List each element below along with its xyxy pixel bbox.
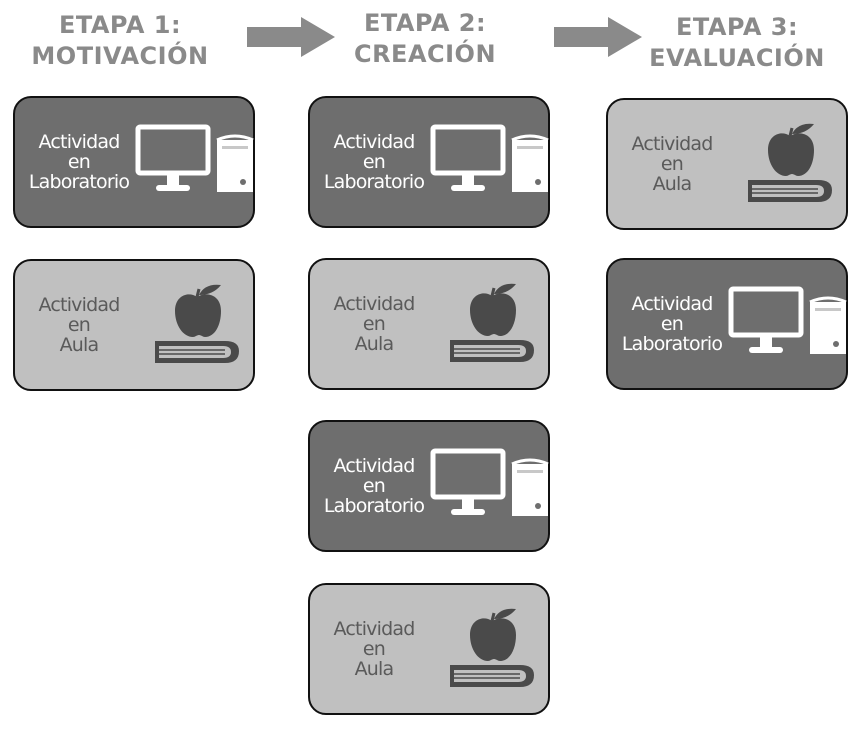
stage-1-title: ETAPA 1: MOTIVACIÓN xyxy=(0,10,240,72)
card-label-line3: Aula xyxy=(354,658,395,680)
card-label-line1: Actividad xyxy=(333,293,416,315)
card-label-line3: Laboratorio xyxy=(28,171,130,193)
computer-icon xyxy=(430,124,550,198)
stage-3-title-line1: ETAPA 3: xyxy=(675,13,799,41)
stage-2-to-3-arrow-icon xyxy=(554,17,642,57)
computer-icon xyxy=(728,286,848,360)
apple-book-icon xyxy=(153,279,243,371)
stage-2-lab-card-1: Actividad en Laboratorio xyxy=(308,96,550,228)
stage-2-title-line2: CREACIÓN xyxy=(353,40,497,68)
apple-book-icon xyxy=(448,603,538,695)
card-label-line2: en xyxy=(67,151,91,173)
card-label-line2: en xyxy=(660,153,684,175)
stage-1-lab-card: Actividad en Laboratorio xyxy=(13,96,255,228)
stage-2-title: ETAPA 2: CREACIÓN xyxy=(305,8,545,70)
card-label: Actividad en Laboratorio xyxy=(314,132,434,192)
card-label-line2: en xyxy=(362,151,386,173)
card-label-line2: en xyxy=(67,314,91,336)
card-label-line3: Laboratorio xyxy=(323,171,425,193)
card-label-line1: Actividad xyxy=(631,133,714,155)
stage-3-title-line2: EVALUACIÓN xyxy=(649,44,825,72)
stage-2-aula-card-1: Actividad en Aula xyxy=(308,258,550,390)
apple-book-icon xyxy=(448,278,538,370)
card-label-line3: Laboratorio xyxy=(621,333,723,355)
card-label: Actividad en Laboratorio xyxy=(314,456,434,516)
stage-1-to-2-arrow-icon xyxy=(247,17,335,57)
stage-2-aula-card-2: Actividad en Aula xyxy=(308,583,550,715)
card-label-line2: en xyxy=(660,313,684,335)
card-label: Actividad en Aula xyxy=(324,294,424,354)
card-label-line3: Aula xyxy=(652,173,693,195)
card-label: Actividad en Laboratorio xyxy=(612,294,732,354)
card-label: Actividad en Aula xyxy=(622,134,722,194)
card-label-line1: Actividad xyxy=(38,131,121,153)
stage-3-lab-card: Actividad en Laboratorio xyxy=(606,258,848,390)
card-label-line2: en xyxy=(362,313,386,335)
card-label-line2: en xyxy=(362,638,386,660)
card-label: Actividad en Aula xyxy=(29,295,129,355)
stage-2-title-line1: ETAPA 2: xyxy=(363,9,487,37)
card-label-line2: en xyxy=(362,475,386,497)
card-label-line1: Actividad xyxy=(333,618,416,640)
card-label: Actividad en Laboratorio xyxy=(19,132,139,192)
stage-3-title: ETAPA 3: EVALUACIÓN xyxy=(617,12,857,74)
apple-book-icon xyxy=(746,118,836,210)
stage-1-aula-card: Actividad en Aula xyxy=(13,259,255,391)
stage-3-aula-card: Actividad en Aula xyxy=(606,98,848,230)
computer-icon xyxy=(430,448,550,522)
card-label-line1: Actividad xyxy=(333,455,416,477)
card-label-line3: Aula xyxy=(354,333,395,355)
stage-1-title-line1: ETAPA 1: xyxy=(58,11,182,39)
card-label-line1: Actividad xyxy=(38,294,121,316)
card-label-line3: Aula xyxy=(59,334,100,356)
computer-icon xyxy=(135,124,255,198)
card-label: Actividad en Aula xyxy=(324,619,424,679)
stage-2-lab-card-2: Actividad en Laboratorio xyxy=(308,420,550,552)
card-label-line3: Laboratorio xyxy=(323,495,425,517)
card-label-line1: Actividad xyxy=(631,293,714,315)
stage-1-title-line2: MOTIVACIÓN xyxy=(31,42,209,70)
card-label-line1: Actividad xyxy=(333,131,416,153)
